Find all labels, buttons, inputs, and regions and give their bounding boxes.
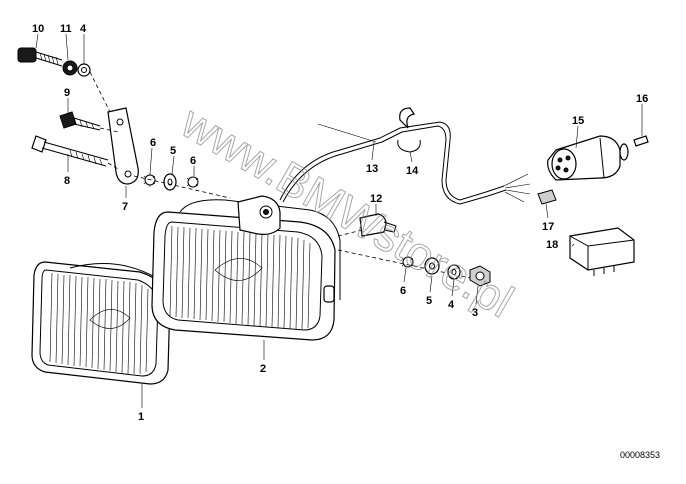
part-5-washer-right <box>424 257 440 275</box>
callout-13: 13 <box>366 163 378 175</box>
callout-5: 5 <box>170 145 176 157</box>
callout-6: 6 <box>400 285 406 297</box>
callout-4: 4 <box>448 299 455 311</box>
part-4-washer-top <box>77 63 91 77</box>
part-11-nut <box>62 60 78 76</box>
callout-10: 10 <box>32 23 44 35</box>
part-3-nut-right <box>469 265 491 287</box>
part-15-socket <box>547 135 629 181</box>
callout-17: 17 <box>542 221 554 233</box>
callout-14: 14 <box>406 165 419 177</box>
callout-6: 6 <box>150 137 156 149</box>
part-12-bulb <box>337 213 397 237</box>
callout-6: 6 <box>190 155 196 167</box>
part-13-wiring-harness <box>279 121 531 205</box>
part-10-bolt <box>17 47 63 67</box>
part-18-relay <box>569 227 635 276</box>
callout-7: 7 <box>122 201 128 213</box>
reference-number: 00008353 <box>620 450 660 460</box>
part-8-long-bolt <box>31 135 109 167</box>
callout-12: 12 <box>370 193 382 205</box>
part-5-washer-left <box>163 173 177 191</box>
callout-4: 4 <box>80 23 87 35</box>
callout-1: 1 <box>138 411 144 423</box>
part-2-lamp-body <box>151 195 341 341</box>
callout-3: 3 <box>472 307 478 319</box>
callout-11: 11 <box>60 23 72 35</box>
callout-5: 5 <box>426 295 432 307</box>
callout-9: 9 <box>64 87 70 99</box>
part-7-bracket <box>107 107 139 185</box>
callout-15: 15 <box>572 115 584 127</box>
callout-8: 8 <box>64 175 70 187</box>
part-1-lens-housing <box>31 261 171 385</box>
callout-16: 16 <box>636 93 648 105</box>
part-4-washer-right <box>447 264 461 280</box>
part-6-lock-washer-left <box>143 173 156 187</box>
callout-2: 2 <box>260 363 266 375</box>
part-6-lock-washer-mid <box>186 176 199 188</box>
part-16-terminal <box>633 135 649 147</box>
callout-18: 18 <box>546 239 558 251</box>
part-9-screw <box>59 111 101 131</box>
part-6-lock-washer-right <box>401 256 414 268</box>
part-17-connector <box>537 189 557 205</box>
leader-lines <box>35 33 643 408</box>
